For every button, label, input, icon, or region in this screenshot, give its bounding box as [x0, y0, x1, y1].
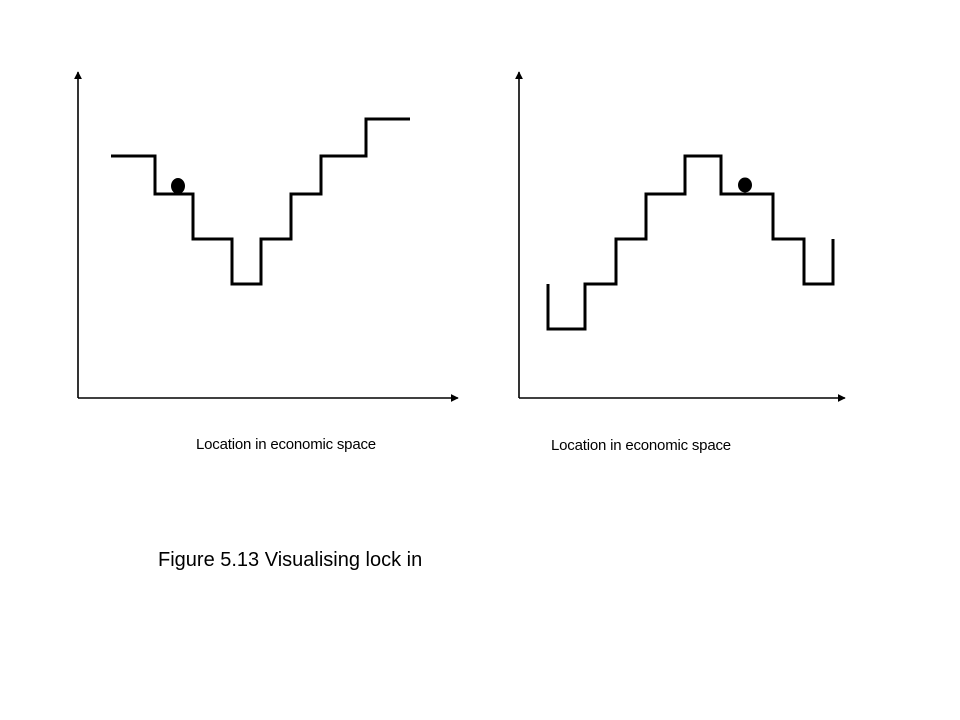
left-landscape-steps	[111, 117, 410, 286]
figure-caption: Figure 5.13 Visualising lock in	[158, 549, 423, 571]
right-panel	[515, 71, 846, 402]
left-ball	[171, 178, 185, 194]
left-panel	[74, 71, 459, 402]
right-ball	[738, 177, 752, 193]
left-x-axis-label: Location in economic space	[196, 436, 376, 453]
right-landscape-steps	[546, 154, 835, 331]
right-x-axis-label: Location in economic space	[551, 437, 731, 454]
